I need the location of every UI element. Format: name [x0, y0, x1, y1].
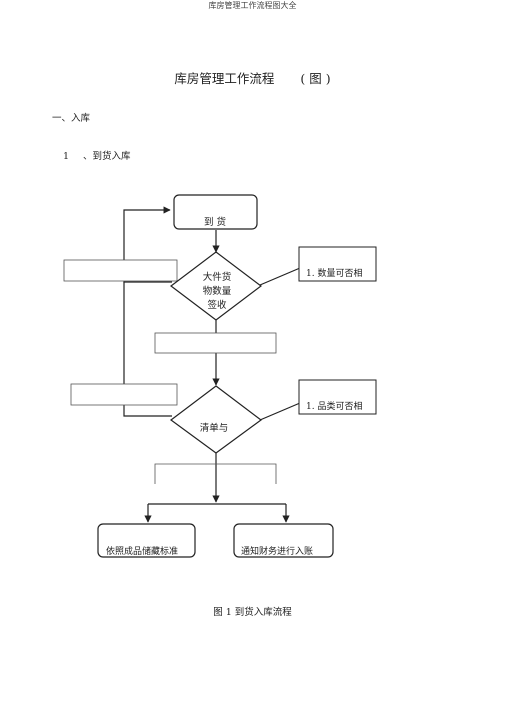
end-box-storage: [97, 523, 196, 558]
blank-field-3: [70, 383, 178, 406]
blank-field-4: [154, 463, 277, 484]
end-box-finance: [233, 523, 334, 558]
decision-diamond-quantity: [170, 251, 262, 321]
blank-field-2: [154, 332, 277, 354]
arrival-label: 到 货: [204, 216, 226, 228]
check-box-quantity: [298, 246, 377, 282]
decision-diamond-list: [169, 385, 263, 454]
title-figure-tag: ( 图 ): [300, 71, 331, 86]
diamond2-label: 清单与: [200, 422, 229, 434]
figure-caption: 图 1 到货入库流程: [213, 607, 292, 618]
arrival-box: [173, 194, 258, 230]
end-right-label: 通知财务进行入账: [241, 545, 313, 557]
check2-label: 1. 品类可否相: [306, 400, 362, 412]
diamond1-line-2: 物数量: [203, 285, 232, 297]
diamond1-line-1: 大件货: [203, 271, 232, 283]
return-loop-connector: [123, 206, 172, 283]
title-text: 库房管理工作流程: [174, 71, 275, 86]
subsection-number: 1: [63, 151, 70, 162]
page-title: 库房管理工作流程 ( 图 ): [0, 68, 505, 87]
section-heading: 一、入库: [52, 113, 91, 124]
check1-label: 1. 数量可否相: [306, 267, 362, 279]
end-left-label: 依照成品储藏标准: [106, 545, 178, 557]
running-header: 库房管理工作流程图大全: [208, 1, 297, 10]
subsection-title: 、到货入库: [83, 151, 131, 162]
blank-field-1: [63, 259, 178, 282]
diamond1-line-3: 签收: [207, 299, 227, 311]
subsection-heading: 1 、到货入库: [63, 148, 131, 162]
link-diamond2-check2: [259, 402, 301, 421]
check-box-category: [298, 379, 377, 415]
return-loop-connector-2: [123, 282, 172, 417]
link-diamond1-check1: [259, 267, 301, 286]
